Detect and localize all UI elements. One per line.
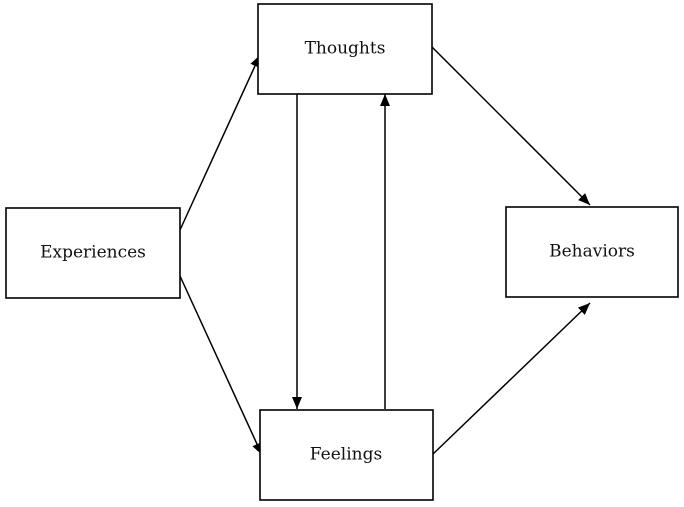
node-experiences-label: Experiences [40, 243, 146, 263]
edge-experiences-to-thoughts [179, 54, 261, 231]
node-feelings: Feelings [259, 409, 434, 501]
node-thoughts-box [257, 3, 433, 95]
node-behaviors-box [505, 206, 679, 298]
node-behaviors-label: Behaviors [549, 242, 635, 262]
edge-feelings-to-behaviors [431, 302, 591, 456]
node-feelings-label: Feelings [310, 445, 382, 465]
node-experiences: Experiences [5, 207, 181, 299]
node-feelings-box [259, 409, 434, 501]
node-thoughts: Thoughts [257, 3, 433, 95]
edge-thoughts-to-behaviors [431, 46, 591, 206]
node-thoughts-label: Thoughts [305, 39, 386, 59]
node-experiences-box [5, 207, 181, 299]
edge-experiences-to-feelings [179, 275, 263, 456]
node-behaviors: Behaviors [505, 206, 679, 298]
